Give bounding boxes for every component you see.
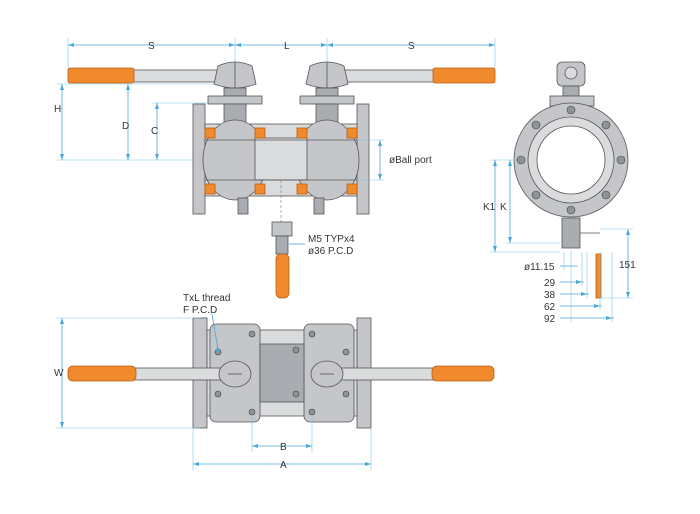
dim-b-a [192, 416, 372, 470]
label-l: L [284, 41, 290, 52]
label-ball-port: øBall port [389, 155, 432, 166]
label-d1115: ø11.15 [524, 262, 555, 273]
label-a: A [280, 460, 287, 471]
dim-ball-port [357, 139, 384, 181]
label-w: W [54, 368, 64, 379]
label-pcd36: ø36 P.C.D [308, 246, 353, 257]
right-stem-head [299, 61, 355, 125]
side-drain [561, 217, 602, 299]
dim-side-vertical [490, 159, 633, 299]
right-handle [344, 67, 496, 84]
dim-side-horizontal [560, 250, 614, 322]
label-38: 38 [544, 290, 556, 301]
label-b: B [280, 442, 287, 453]
label-m5: M5 TYPx4 [308, 234, 355, 245]
plan-handles [67, 360, 495, 388]
label-s-left: S [148, 41, 155, 52]
label-151: 151 [619, 260, 636, 271]
label-29: 29 [544, 278, 556, 289]
side-flange [513, 102, 629, 218]
label-txl-thread: TxL thread [183, 293, 230, 304]
label-s-right: S [408, 41, 415, 52]
label-c: C [151, 126, 158, 137]
dim-thread [211, 313, 220, 352]
label-k1: K1 [483, 202, 496, 213]
left-stem-head [207, 61, 263, 125]
drain-valve-front [271, 180, 305, 299]
label-62: 62 [544, 302, 556, 313]
label-f-pcd: F P.C.D [183, 305, 217, 316]
label-k: K [500, 202, 507, 213]
front-view: S L S H D C [54, 38, 496, 299]
label-d: D [122, 121, 129, 132]
valve-body-front [192, 103, 370, 215]
side-view: K1 K 151 ø11.15 29 38 62 92 [483, 61, 636, 325]
plan-body [192, 317, 372, 429]
side-actuator [549, 61, 595, 107]
left-handle [67, 67, 228, 84]
dim-w [56, 317, 200, 429]
plan-view: W TxL thread F P.C.D B A [54, 293, 495, 471]
label-92: 92 [544, 314, 556, 325]
label-h: H [54, 104, 61, 115]
dim-top-span [67, 38, 496, 68]
